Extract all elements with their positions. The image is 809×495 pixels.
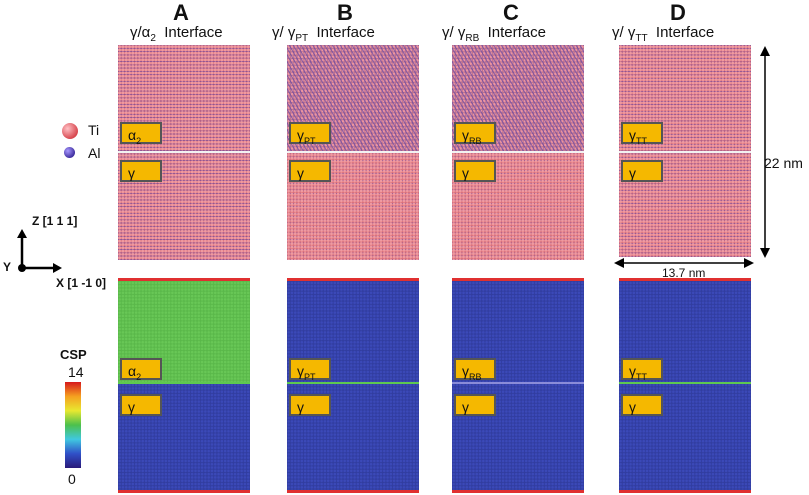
y-axis-label: Y: [3, 260, 12, 274]
csp-max-label: 14: [68, 364, 84, 380]
phase-label-top: γRB: [454, 122, 496, 146]
label-main: γ: [297, 363, 304, 379]
x-axis-label: X [1 -1 0]: [56, 276, 107, 290]
atom-structure-panel-d: [619, 45, 751, 257]
label-main: γ: [462, 127, 469, 143]
label-sub: PT: [304, 135, 316, 146]
label-sub: TT: [636, 135, 647, 146]
csp-phase-label-bottom: γ: [454, 394, 496, 416]
label-sub: TT: [636, 371, 647, 382]
gamma-lattice-region: [287, 153, 419, 260]
label-main: α: [128, 363, 137, 379]
csp-interface-line: [287, 382, 419, 384]
interface-line: [619, 151, 751, 153]
csp-title: CSP: [60, 347, 87, 362]
label-sub: RB: [469, 371, 482, 382]
csp-top-edge: [287, 278, 419, 281]
width-dimension-label: 13.7 nm: [662, 266, 706, 280]
phase-label-bottom: γ: [120, 160, 162, 182]
csp-phase-label-bottom: γ: [621, 394, 663, 416]
label-sub: RB: [469, 135, 482, 146]
csp-top-edge: [118, 278, 250, 281]
label-sub: PT: [304, 371, 316, 382]
csp-panel-d: [619, 278, 751, 493]
phase-label-top: γTT: [621, 122, 663, 146]
atom-structure-panel-b: [287, 45, 419, 260]
csp-phase-label-bottom: γ: [289, 394, 331, 416]
csp-phase-label-bottom: γ: [120, 394, 162, 416]
phase-label-bottom: γ: [289, 160, 331, 182]
label-sub: 2: [136, 135, 142, 146]
csp-top-edge: [619, 278, 751, 281]
csp-panel-a: [118, 278, 250, 493]
csp-phase-label-top: α2: [120, 358, 162, 382]
column-letter-c: C: [503, 0, 519, 25]
height-dimension-arrow: [760, 46, 770, 258]
phase-label-top: α2: [120, 122, 162, 146]
z-axis-label: Z [1 1 1]: [32, 214, 78, 228]
label-main: γ: [629, 363, 636, 379]
csp-interface-line: [118, 382, 250, 384]
csp-min-label: 0: [68, 471, 76, 487]
column-title-c: γ/ γRB Interface: [442, 24, 546, 44]
width-dimension-arrow: [614, 258, 754, 268]
phase-label-bottom: γ: [621, 160, 663, 182]
csp-bottom-edge: [118, 490, 250, 493]
interface-line: [452, 151, 584, 153]
label-main: γ: [297, 127, 304, 143]
csp-bottom-edge: [619, 490, 751, 493]
legend-ti-label: Ti: [88, 122, 100, 138]
atom-structure-panel-c: [452, 45, 584, 260]
csp-alpha2-region: [118, 278, 250, 384]
phase-label-bottom: γ: [454, 160, 496, 182]
label-sub: 2: [136, 371, 142, 382]
csp-phase-label-top: γTT: [621, 358, 663, 382]
csp-phase-label-top: γRB: [454, 358, 496, 382]
legend-al-label: Al: [88, 145, 101, 161]
al-atom-icon: [64, 147, 75, 158]
column-letter-b: B: [337, 0, 353, 25]
column-title-a: γ/α2 Interface: [130, 24, 223, 44]
column-title-b: γ/ γPT Interface: [272, 24, 375, 44]
csp-colorbar: [65, 382, 81, 468]
csp-bottom-edge: [452, 490, 584, 493]
interface-line: [287, 151, 419, 153]
label-main: α: [128, 127, 137, 143]
csp-bottom-edge: [287, 490, 419, 493]
csp-panel-b: [287, 278, 419, 493]
height-dimension-label: 22 nm: [764, 155, 803, 171]
interface-line: [118, 151, 250, 153]
column-letter-a: A: [173, 0, 189, 25]
csp-phase-label-top: γPT: [289, 358, 331, 382]
ti-atom-icon: [62, 123, 78, 139]
label-main: γ: [629, 127, 636, 143]
axis-triad-icon: [17, 229, 62, 273]
label-main: γ: [462, 363, 469, 379]
csp-top-edge: [452, 278, 584, 281]
column-title-d: γ/ γTT Interface: [612, 24, 715, 44]
csp-interface-line: [452, 382, 584, 384]
csp-interface-line: [619, 382, 751, 384]
csp-panel-c: [452, 278, 584, 493]
column-letter-d: D: [670, 0, 686, 25]
phase-label-top: γPT: [289, 122, 331, 146]
atom-structure-panel-a: [118, 45, 250, 260]
